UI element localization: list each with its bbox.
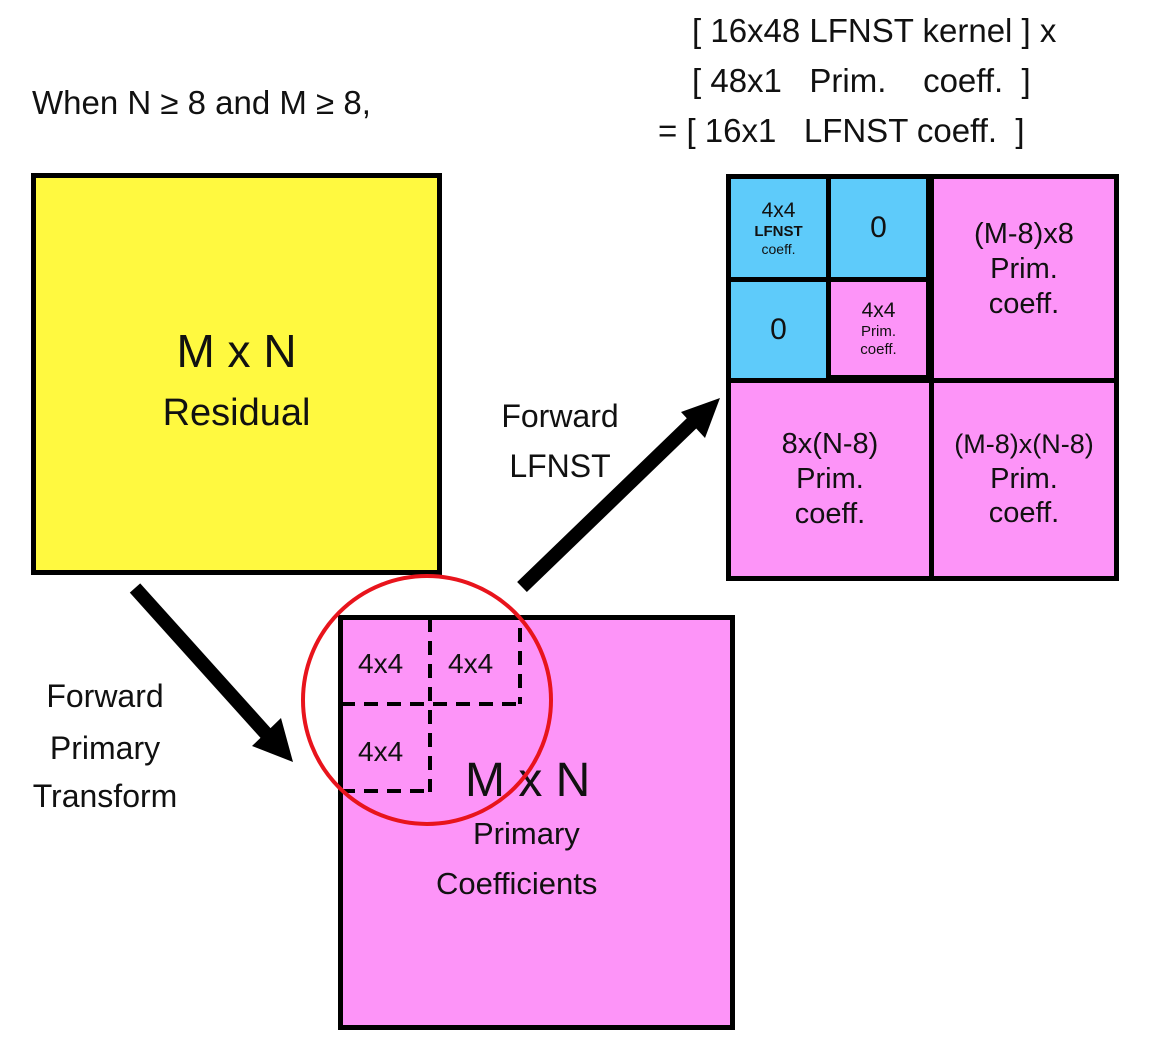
- dashed-sub-block-lines: [341, 618, 522, 793]
- residual-title: M x N: [176, 325, 297, 377]
- forward-primary-label-3: Transform: [32, 778, 178, 814]
- equation-line-3: = [ 16x1 LFNST coeff. ]: [658, 112, 1025, 149]
- arrow-head-icon: [681, 398, 720, 438]
- highlight-circle: [301, 574, 553, 826]
- forward-lfnst-arrow: [517, 398, 720, 593]
- lfnst-output-grid: 4x4 LFNST coeff. 0 0 4x4 Prim. coeff. (M…: [726, 174, 1119, 581]
- lfnst-coeff-cell: 4x4 LFNST coeff.: [731, 179, 826, 277]
- equation-line-2: [ 48x1 Prim. coeff. ]: [692, 62, 1031, 99]
- lfnst-cell-size: 4x4: [761, 199, 796, 223]
- top-right-label: Prim.: [990, 252, 1058, 285]
- forward-lfnst-label-1: Forward: [501, 398, 619, 434]
- prim-4x4-size: 4x4: [861, 299, 896, 323]
- bottom-left-prim-cell: 8x(N-8) Prim. coeff.: [731, 383, 929, 576]
- prim-4x4-cell: 4x4 Prim. coeff.: [831, 282, 926, 375]
- primary-subtitle-1: Primary: [473, 816, 580, 851]
- forward-primary-label-1: Forward: [46, 678, 164, 714]
- top-right-prim-cell: (M-8)x8 Prim. coeff.: [934, 179, 1114, 378]
- zero-cell-top: 0: [831, 179, 926, 277]
- bottom-right-label: Prim.: [990, 462, 1058, 495]
- bottom-right-size: (M-8)x(N-8): [954, 428, 1094, 459]
- bottom-right-prim-cell: (M-8)x(N-8) Prim. coeff.: [934, 383, 1114, 576]
- residual-subtitle: Residual: [162, 392, 311, 434]
- zero-top-text: 0: [870, 210, 887, 244]
- lfnst-cell-label: LFNST: [754, 223, 803, 241]
- zero-cell-left: 0: [731, 282, 826, 378]
- sub-block-label-bottom-left: 4x4: [358, 736, 404, 767]
- sub-block-label-top-left: 4x4: [358, 648, 404, 679]
- bottom-right-coeff: coeff.: [988, 497, 1060, 530]
- bottom-left-label: Prim.: [796, 463, 864, 496]
- bottom-left-size: 8x(N-8): [781, 428, 879, 461]
- bottom-left-coeff: coeff.: [794, 497, 866, 530]
- sub-block-label-top-right: 4x4: [448, 648, 494, 679]
- equation-line-1: [ 16x48 LFNST kernel ] x: [692, 12, 1057, 49]
- forward-primary-label-2: Primary: [49, 730, 161, 766]
- forward-lfnst-label-2: LFNST: [509, 448, 611, 484]
- prim-4x4-coeff: coeff.: [860, 340, 897, 358]
- top-right-size: (M-8)x8: [974, 218, 1074, 250]
- top-right-coeff: coeff.: [988, 287, 1060, 320]
- forward-primary-arrow: [129, 583, 293, 762]
- lfnst-cell-coeff: coeff.: [761, 240, 796, 257]
- arrow-shaft: [517, 414, 700, 593]
- zero-left-text: 0: [770, 312, 787, 346]
- primary-subtitle-2: Coefficients: [436, 866, 598, 901]
- prim-4x4-label: Prim.: [861, 323, 896, 341]
- arrow-head-icon: [252, 718, 293, 762]
- residual-block: M x N Residual: [31, 173, 442, 575]
- condition-text: When N ≥ 8 and M ≥ 8,: [32, 84, 371, 121]
- arrow-shaft: [129, 583, 276, 743]
